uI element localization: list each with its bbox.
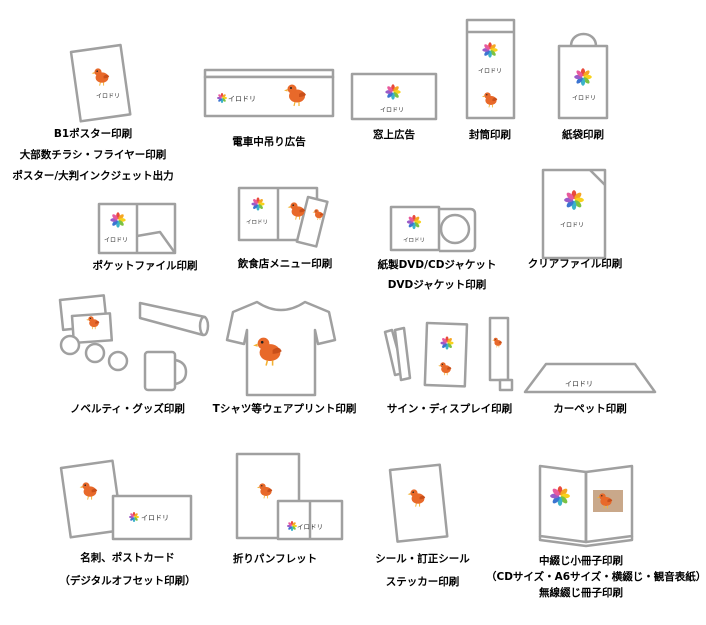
label-dvd-jacket[interactable]: 紙製DVD/CDジャケット DVDジャケット印刷 (362, 259, 512, 292)
logo-text: イロドリ (104, 237, 128, 244)
label-line: Tシャツ等ウェアプリント印刷 (212, 403, 357, 415)
logo-text: イロドリ (403, 238, 425, 244)
label-business-card[interactable]: 名刺、ポストカード （デジタルオフセット印刷） (45, 552, 210, 588)
label-pamphlet[interactable]: 折りパンフレット (215, 553, 335, 566)
label-line: 電車中吊り広告 (232, 136, 306, 148)
label-line: 飲食店メニュー印刷 (237, 258, 333, 270)
label-line: B1ポスター印刷 (53, 128, 133, 140)
label-sign-display[interactable]: サイン・ディスプレイ印刷 (372, 403, 527, 416)
label-line: 中綴じ小冊子印刷 (539, 555, 623, 567)
logo-text: イロドリ (141, 514, 169, 522)
label-sticker[interactable]: シール・訂正シール ステッカー印刷 (355, 553, 490, 589)
label-b1-poster[interactable]: B1ポスター印刷 大部数チラシ・フライヤー印刷 ポスター/大判インクジェット出力 (0, 128, 186, 183)
label-line: シール・訂正シール (375, 553, 470, 565)
dvd-jacket-illustration (389, 205, 477, 253)
label-line: 無線綴じ冊子印刷 (539, 587, 623, 599)
label-line: ノベルティ・グッズ印刷 (70, 403, 185, 415)
products-illustration: イロドリ イロドリ イロドリ イロドリ イロドリ イロドリ イロドリ イロドリ … (58, 18, 657, 548)
label-line: カーペット印刷 (553, 403, 627, 415)
label-window-ad[interactable]: 窓上広告 (352, 129, 436, 142)
label-clear-file[interactable]: クリアファイル印刷 (510, 258, 640, 271)
restaurant-menu-illustration (237, 186, 329, 248)
carpet-illustration (523, 362, 657, 394)
label-line: （デジタルオフセット印刷） (59, 575, 196, 587)
sign-display-illustration (383, 316, 514, 392)
label-line: DVDジャケット印刷 (387, 279, 487, 291)
novelty-illustration (58, 294, 210, 392)
label-line: 大部数チラシ・フライヤー印刷 (19, 149, 167, 161)
logo-text: イロドリ (380, 107, 404, 114)
label-line: サイン・ディスプレイ印刷 (386, 403, 513, 415)
label-tshirt[interactable]: Tシャツ等ウェアプリント印刷 (197, 403, 372, 416)
label-line: ポケットファイル印刷 (92, 260, 198, 272)
label-line: 紙袋印刷 (562, 129, 604, 141)
label-line: ポスター/大判インクジェット出力 (12, 170, 174, 182)
tshirt-illustration (225, 300, 337, 397)
pocket-file-illustration (97, 202, 177, 255)
clear-file-illustration (541, 168, 607, 260)
label-line: 紙製DVD/CDジャケット (377, 259, 497, 271)
label-envelope[interactable]: 封筒印刷 (450, 129, 530, 142)
label-pocket-file[interactable]: ポケットファイル印刷 (70, 260, 220, 273)
business-card-illustration (59, 459, 193, 541)
label-booklet[interactable]: 中綴じ小冊子印刷 （CDサイズ・A6サイズ・横綴じ・観音表紙） 無線綴じ冊子印刷 (486, 555, 706, 600)
logo-text: イロドリ (560, 222, 584, 229)
logo-text: イロドリ (246, 220, 268, 226)
label-restaurant-menu[interactable]: 飲食店メニュー印刷 (220, 258, 350, 271)
label-paper-bag[interactable]: 紙袋印刷 (543, 129, 623, 142)
label-line: （CDサイズ・A6サイズ・横綴じ・観音表紙） (486, 571, 706, 583)
logo-text: イロドリ (228, 95, 256, 103)
train-ad-illustration (203, 68, 335, 118)
label-carpet[interactable]: カーペット印刷 (530, 403, 650, 416)
label-line: クリアファイル印刷 (527, 258, 623, 270)
label-line: ステッカー印刷 (385, 576, 460, 588)
logo-text: イロドリ (96, 93, 120, 100)
label-train-ad[interactable]: 電車中吊り広告 (205, 136, 333, 149)
logo-text: イロドリ (565, 380, 593, 388)
envelope-illustration (465, 18, 516, 120)
label-novelty[interactable]: ノベルティ・グッズ印刷 (55, 403, 200, 416)
label-line: 名刺、ポストカード (80, 552, 175, 564)
logo-text: イロドリ (478, 68, 502, 75)
logo-text: イロドリ (572, 95, 596, 102)
label-line: 折りパンフレット (232, 553, 318, 565)
window-ad-illustration (350, 72, 438, 121)
logo-text: イロドリ (297, 523, 323, 531)
label-line: 封筒印刷 (469, 129, 511, 141)
label-line: 窓上広告 (373, 129, 415, 141)
